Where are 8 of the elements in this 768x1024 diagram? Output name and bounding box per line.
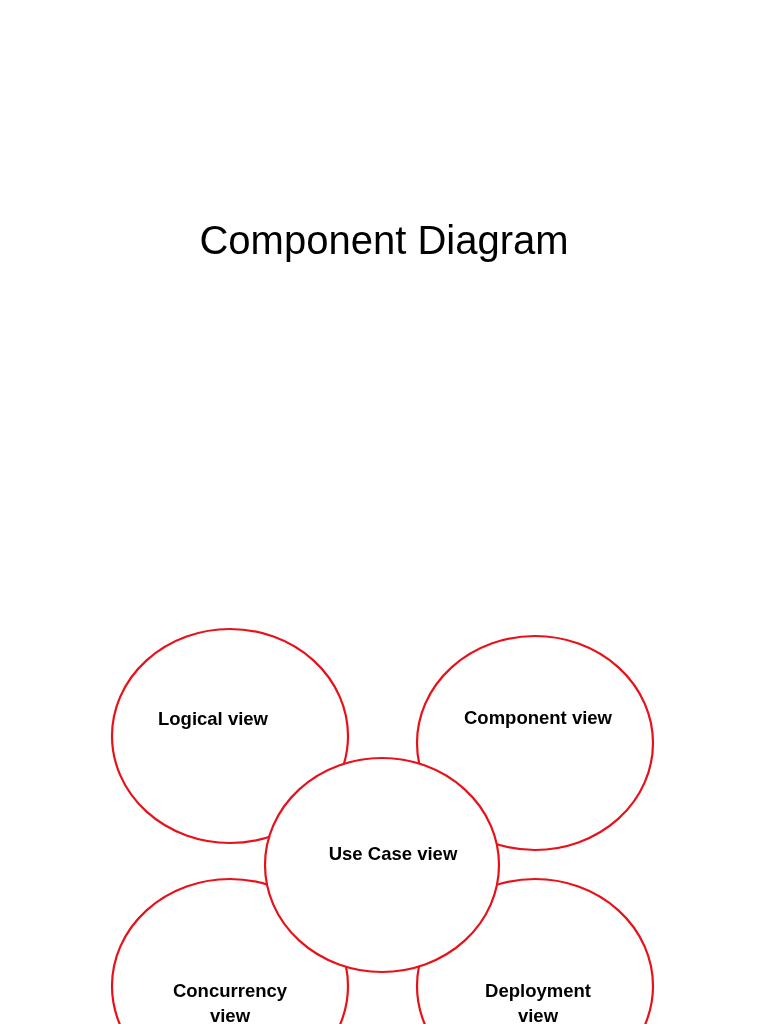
view-label: Component view xyxy=(463,705,613,730)
oval-node xyxy=(110,627,350,845)
view-label: Use Case view xyxy=(327,841,459,866)
view-label: Deployment view xyxy=(484,979,592,1024)
view-label: Logical view xyxy=(157,706,269,731)
view-label: Concurrency view xyxy=(171,979,289,1024)
slide-title: Component Diagram xyxy=(198,218,570,263)
oval-node xyxy=(263,756,501,974)
